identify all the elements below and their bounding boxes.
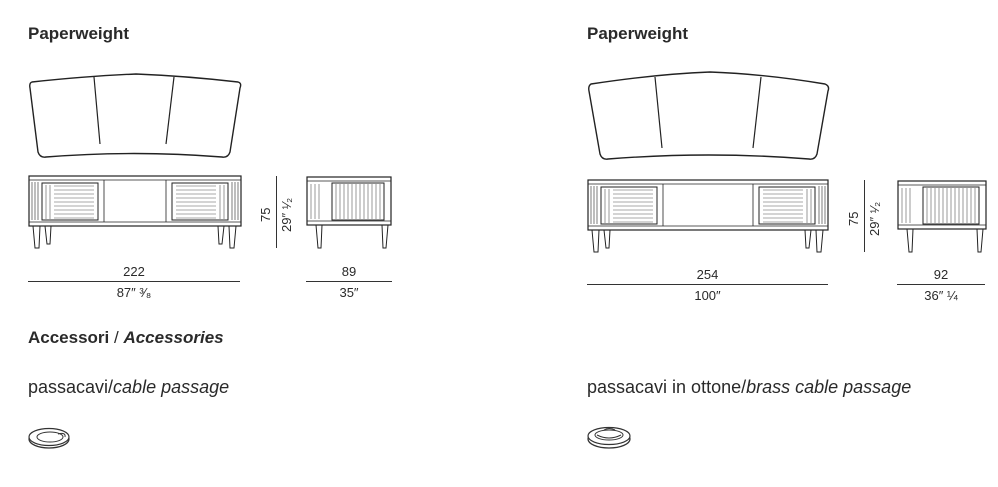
right-height-in: 29″ ¹⁄₂ [867,201,882,236]
left-width-line [28,281,240,282]
accessories-title-en: Accessories [123,328,224,347]
accessories-title-it: Accessori [28,328,110,347]
right-depth-line [897,284,985,285]
cable-passage-icon [28,427,70,449]
left-depth-cm: 89 [341,264,357,279]
right-height-cm: 75 [846,211,861,226]
right-height-line [864,180,865,252]
left-title: Paperweight [28,24,130,43]
accessory-item-brass-cable-passage: passacavi in ottone/brass cable passage [587,377,911,398]
left-side-view-drawing [306,176,392,249]
right-width-line [587,284,828,285]
left-height-cm: 75 [258,207,273,222]
accessory-label-en: brass cable passage [746,377,912,397]
right-title: Paperweight [587,24,689,43]
brass-cable-passage-icon [587,426,631,449]
right-width-cm: 254 [696,267,719,282]
accessories-title: Accessori / Accessories [28,328,224,348]
left-front-view-drawing [28,175,242,249]
right-side-view-drawing [897,180,987,253]
accessories-separator: / [109,328,124,347]
accessory-label-en: cable passage [113,377,230,397]
left-height-line [276,176,277,248]
left-depth-in: 35″ [339,285,359,300]
right-front-view-drawing [587,179,829,253]
accessory-label-it: passacavi/ [28,377,114,397]
left-height-in: 29″ ¹⁄₂ [279,197,294,232]
accessory-item-cable-passage: passacavi/cable passage [28,377,229,398]
right-width-in: 100″ [694,288,721,303]
right-depth-in: 36″ ¼ [924,288,958,303]
left-width-in: 87″ ³⁄₈ [116,285,152,300]
left-width-cm: 222 [123,264,145,279]
left-top-view-drawing [29,73,242,158]
right-top-view-drawing [588,71,830,160]
right-depth-cm: 92 [933,267,949,282]
accessory-label-it: passacavi in ottone/ [587,377,747,397]
left-depth-line [306,281,392,282]
